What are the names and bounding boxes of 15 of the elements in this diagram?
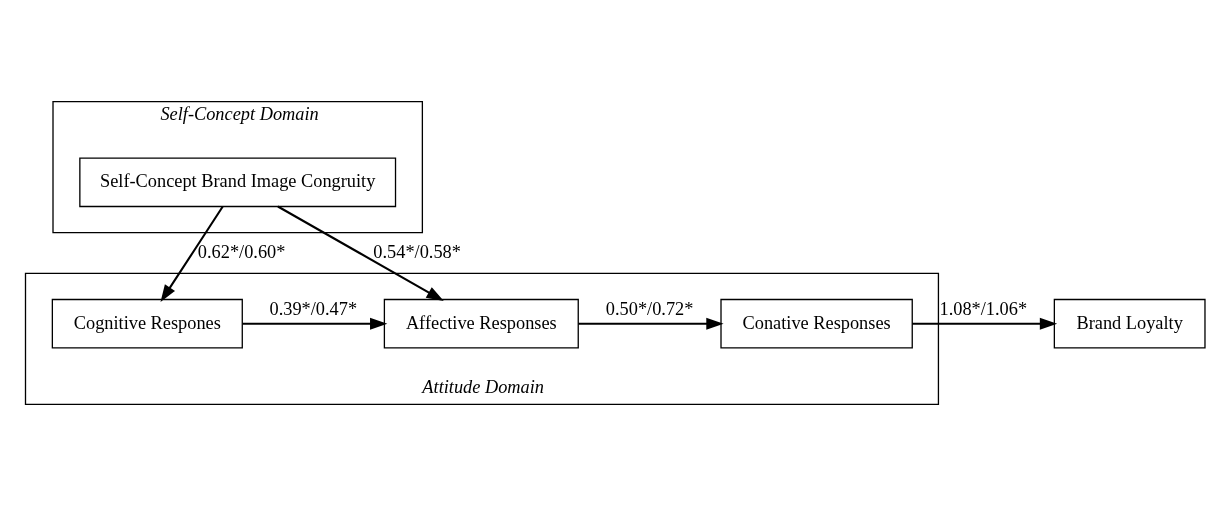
edge-label: 0.39*/0.47* xyxy=(269,298,358,319)
arrow xyxy=(912,317,1058,330)
node-box: Brand Loyalty xyxy=(1053,298,1206,349)
edge-label: 0.50*/0.72* xyxy=(605,298,694,319)
node-box: Self-Concept Brand Image Congruity xyxy=(79,157,397,208)
edge-label: 0.54*/0.58* xyxy=(373,241,461,262)
edge-label: 0.62*/0.60* xyxy=(197,241,286,262)
node-box: Cognitive Respones xyxy=(51,298,243,349)
arrow xyxy=(277,205,444,302)
arrow xyxy=(242,317,388,330)
node-box: Conative Responses xyxy=(720,298,913,349)
arrow xyxy=(160,205,224,303)
edge-label: 1.08*/1.06* xyxy=(939,298,1028,319)
node-box: Affective Responses xyxy=(383,298,579,349)
arrow xyxy=(578,317,724,330)
